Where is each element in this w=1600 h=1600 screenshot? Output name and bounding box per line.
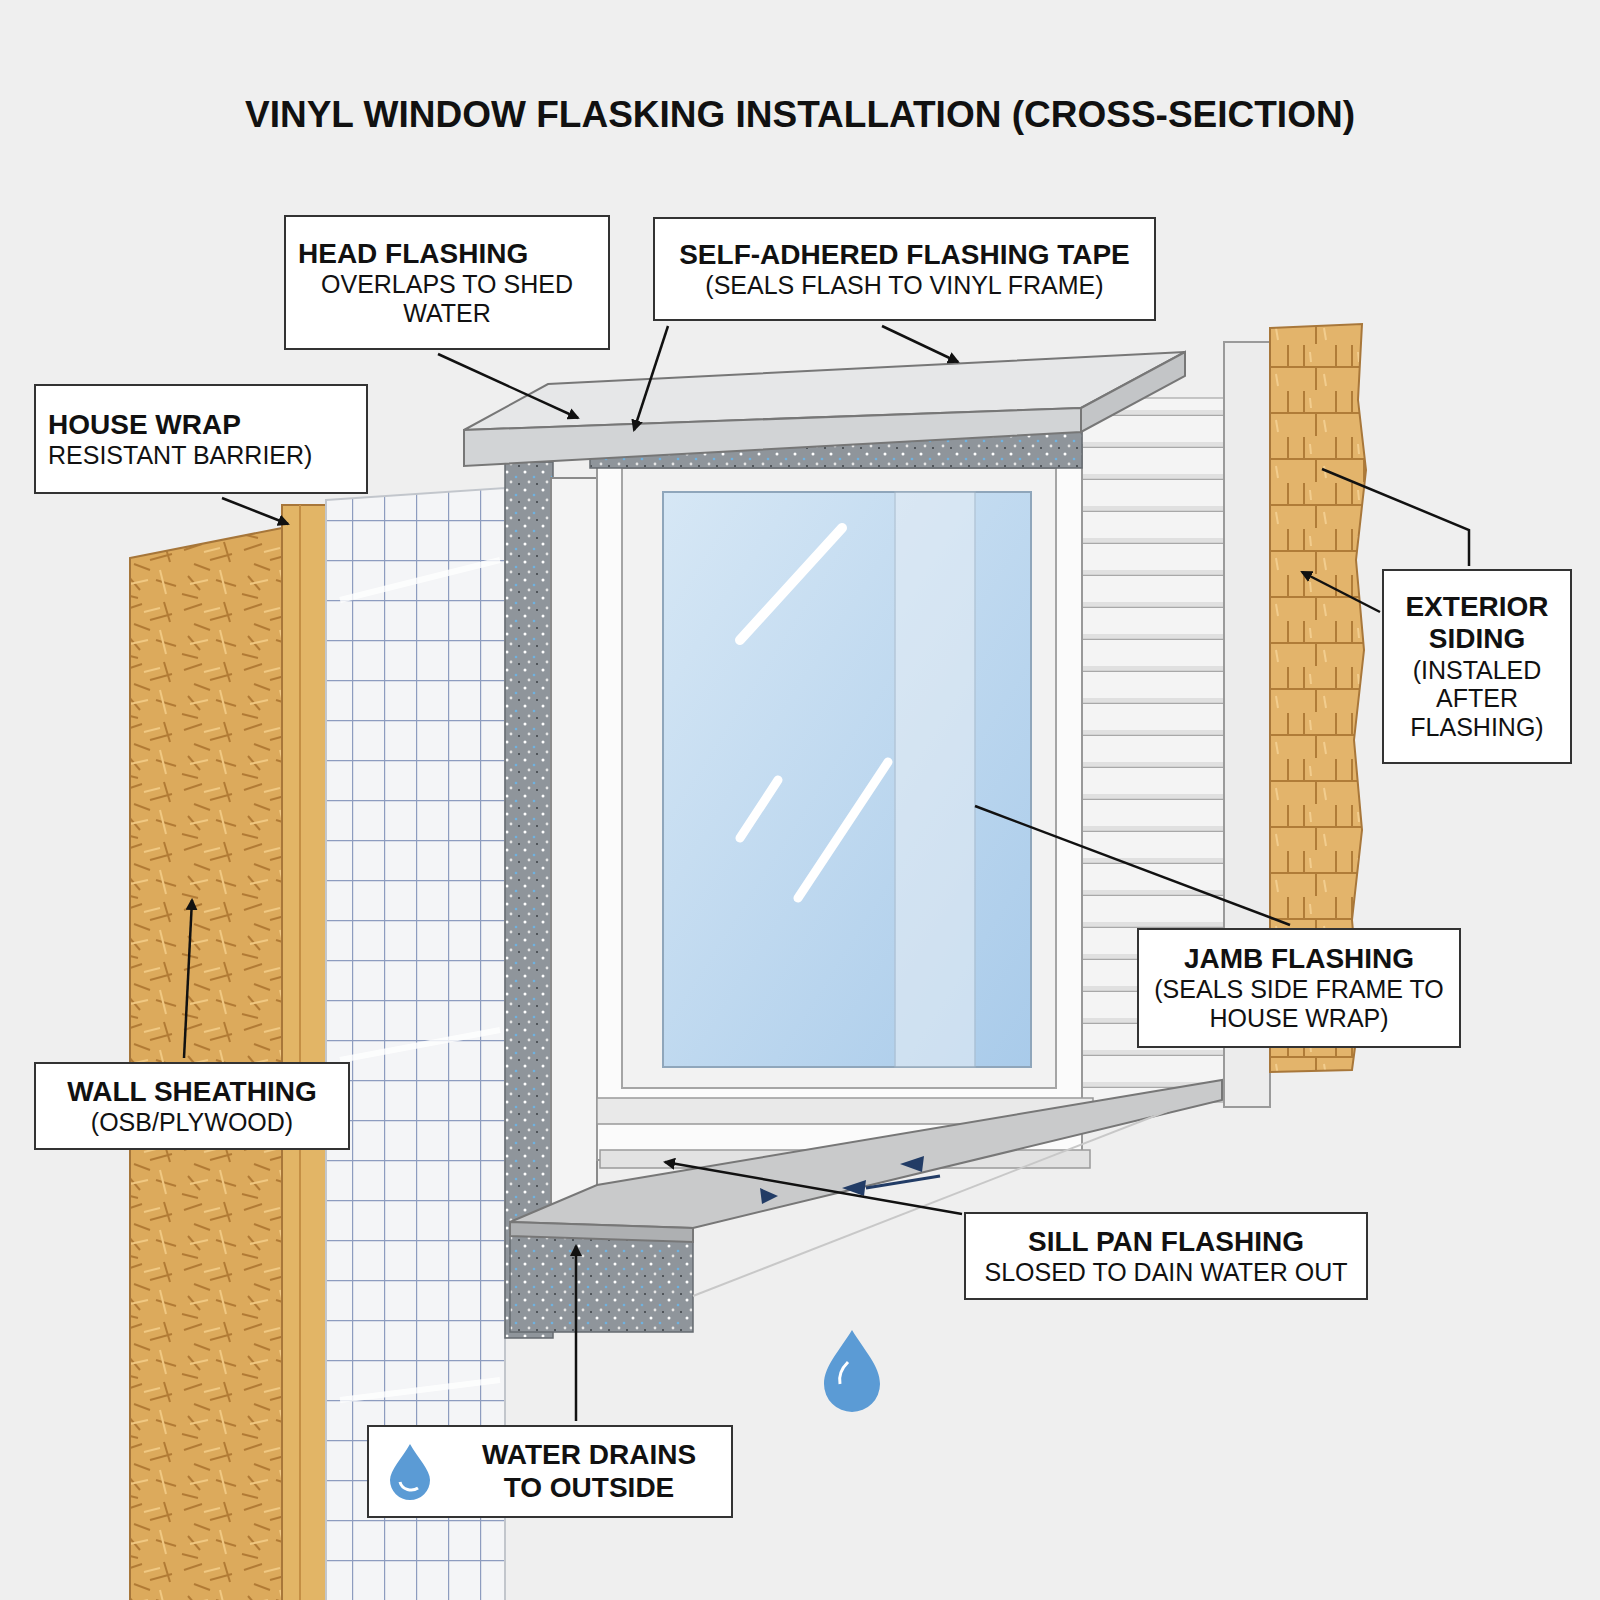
callout-heading: JAMB FLASHING	[1151, 943, 1447, 975]
jamb-trim	[551, 478, 597, 1206]
leader-line	[882, 326, 958, 362]
drop-highlight	[840, 1362, 848, 1384]
callout-heading: HEAD FLASHING	[298, 238, 596, 270]
callout-box: SELF-ADHERED FLASHING TAPE(SEALS FLASH T…	[653, 217, 1156, 321]
callout-note: (SEALS SIDE FRAME TO HOUSE WRAP)	[1151, 975, 1447, 1033]
window-sash	[622, 468, 1056, 1088]
glass-glint	[798, 762, 888, 898]
callout-box: SILL PAN FLASHINGSLOSED TO DAIN WATER OU…	[964, 1212, 1368, 1300]
window-glass	[663, 492, 1031, 1067]
callout-box: WALL SHEATHING(OSB/PLYWOOD)	[34, 1062, 350, 1150]
callout-box: JAMB FLASHING(SEALS SIDE FRAME TO HOUSE …	[1137, 928, 1461, 1048]
leader-line	[184, 900, 192, 1058]
callout-box: HOUSE WRAPRESISTANT BARRIER)	[34, 384, 368, 494]
sliding-pane	[895, 492, 975, 1067]
callout-note: SLOSED TO DAIN WATER OUT	[978, 1258, 1354, 1287]
glass-glint	[740, 528, 842, 640]
diagram-title: VINYL WINDOW FLASKING INSTALLATION (CROS…	[0, 94, 1600, 136]
leader-line	[665, 1162, 962, 1214]
head-flashing-front	[464, 408, 1081, 466]
drop-icon	[386, 1440, 434, 1500]
water-drop	[824, 1330, 880, 1412]
stud-grain	[299, 505, 301, 1600]
leader-line	[438, 354, 578, 418]
callout-note: RESISTANT BARRIER)	[48, 441, 354, 470]
callout-heading: SILL PAN FLASHING	[978, 1226, 1354, 1258]
callout-note: (SEALS FLASH TO VINYL FRAME)	[667, 271, 1142, 300]
window-frame	[597, 445, 1082, 1160]
leader-line	[1322, 469, 1469, 566]
slope-arrow	[900, 1156, 924, 1172]
callout-heading: WATER DRAINS TO OUTSIDE	[459, 1439, 719, 1503]
sill-pan-lip	[510, 1222, 693, 1242]
drop-icon-smile	[400, 1482, 418, 1490]
leader-line	[634, 326, 668, 430]
leader-line	[222, 498, 288, 524]
callout-note: (INSTALED AFTER FLASHING)	[1396, 656, 1558, 742]
sill-pan-top	[510, 1080, 1222, 1228]
callout-note: (OSB/PLYWOOD)	[48, 1108, 336, 1137]
wrap-sheen	[340, 560, 500, 1400]
callout-heading: WALL SHEATHING	[48, 1076, 336, 1108]
leader-line	[975, 806, 1290, 925]
callout-box: HEAD FLASHINGOVERLAPS TO SHED WATER	[284, 215, 610, 350]
callout-heading: EXTERIOR SIDING	[1396, 591, 1558, 655]
leader-line	[575, 1246, 578, 1421]
wood-stud	[282, 505, 326, 1600]
head-flashing-end	[1081, 352, 1185, 432]
callout-heading: SELF-ADHERED FLASHING TAPE	[667, 239, 1142, 271]
slope-arrow-stem	[866, 1176, 940, 1188]
callout-box: EXTERIOR SIDING(INSTALED AFTER FLASHING)	[1382, 569, 1572, 764]
slope-arrow	[760, 1188, 778, 1204]
callout-heading: HOUSE WRAP	[48, 409, 354, 441]
leader-line	[1302, 572, 1380, 612]
callout-note: OVERLAPS TO SHED WATER	[298, 270, 596, 328]
drop-icon-shape	[390, 1444, 430, 1500]
sill-tape	[510, 1232, 693, 1332]
glass-glint	[740, 780, 778, 838]
